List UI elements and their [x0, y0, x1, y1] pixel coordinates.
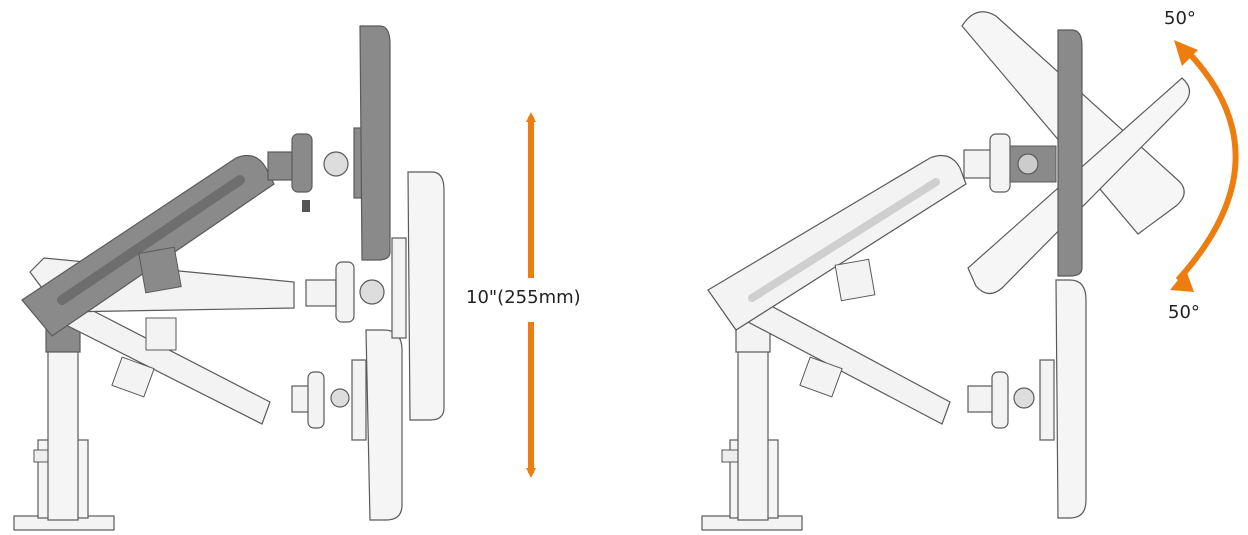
monitor-high [359, 25, 391, 261]
tilt-down-angle-label: 50° [1168, 302, 1200, 323]
tilt-arrowhead-up [1174, 40, 1198, 66]
monitor-vertical [1057, 29, 1083, 277]
upper-arm [21, 127, 369, 337]
monitor-mid [407, 171, 445, 421]
monitor-low-right [1055, 279, 1087, 519]
tilt-adjustment-illustration [701, 11, 1239, 531]
height-adjustment-label: 10"(255mm) [466, 287, 581, 308]
lower-arm-right [747, 299, 1055, 441]
height-adjustment-illustration [13, 25, 536, 531]
tilt-up-angle-label: 50° [1164, 8, 1196, 29]
support-pole-right [737, 339, 769, 521]
tilt-arc-arrow [1175, 49, 1239, 283]
upper-arm-right [707, 133, 1057, 331]
support-pole [47, 339, 79, 521]
tilt-arrowhead-down [1170, 270, 1194, 292]
lower-arm [59, 299, 367, 441]
monitor-low [365, 329, 403, 521]
